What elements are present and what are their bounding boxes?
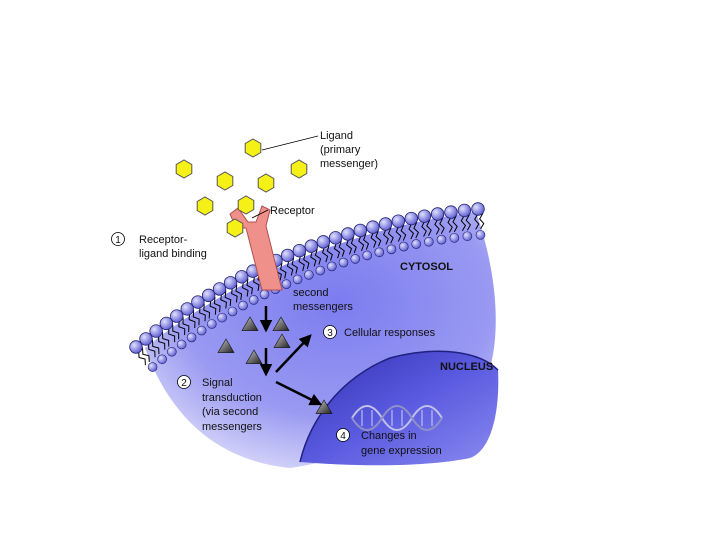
step-2-text-line-2: transduction (202, 392, 262, 404)
phospholipid-head (342, 228, 355, 241)
phospholipid-head (405, 212, 418, 225)
phospholipid-head-inner (197, 326, 206, 335)
phospholipid-head (281, 249, 294, 262)
phospholipid-head (431, 208, 444, 221)
phospholipid-head-inner (293, 275, 302, 284)
phospholipid-head (392, 215, 405, 228)
phospholipid-head (354, 224, 367, 237)
phospholipid-head-inner (316, 266, 325, 275)
phospholipid-head (293, 244, 306, 257)
phospholipid-head-inner (167, 347, 176, 356)
ligand-hexagon (258, 174, 274, 192)
phospholipid-head-inner (399, 242, 408, 251)
phospholipid-head (379, 218, 392, 231)
phospholipid-head-inner (351, 254, 360, 263)
phospholipid-head-inner (148, 363, 157, 372)
second-messengers-label-line-1: second (293, 287, 328, 299)
phospholipid-head-inner (239, 301, 248, 310)
phospholipid-head-inner (158, 355, 167, 364)
phospholipid-head-inner (249, 295, 258, 304)
phospholipid-head-inner (187, 333, 196, 342)
step-1-text-line-2: ligand binding (139, 248, 207, 260)
second-messengers-label-line-2: messengers (293, 301, 353, 313)
phospholipid-head (224, 276, 237, 289)
ligand-hexagon (245, 139, 261, 157)
step-2-text-line-3: (via second (202, 406, 258, 418)
phospholipid-head (367, 221, 380, 234)
ligand-hexagon (291, 160, 307, 178)
phospholipid-head-inner (218, 313, 227, 322)
phospholipid-head-inner (260, 290, 269, 299)
step-2-text-line-1: Signal (202, 377, 233, 389)
phospholipid-head-inner (177, 340, 186, 349)
phospholipid-head-inner (476, 230, 485, 239)
step-1-text-line-1: Receptor- (139, 234, 188, 246)
phospholipid-head (317, 236, 330, 249)
ligand-hexagon (217, 172, 233, 190)
phospholipid-head-inner (304, 270, 313, 279)
phospholipid-head (458, 204, 471, 217)
phospholipid-head-inner (450, 233, 459, 242)
phospholipid-head (329, 232, 342, 245)
receptor-label: Receptor (270, 205, 315, 217)
phospholipid-head (445, 206, 458, 219)
ligand-leader-line (262, 136, 318, 150)
phospholipid-head (202, 289, 215, 302)
phospholipid-head (305, 240, 318, 253)
step-3-text-line-1: Cellular responses (344, 327, 436, 339)
step-4-number: 4 (340, 431, 346, 442)
phospholipid-head-inner (375, 248, 384, 257)
step-2-number: 2 (181, 378, 187, 389)
step-2-text-line-4: messengers (202, 421, 262, 433)
phospholipid-head-inner (387, 245, 396, 254)
phospholipid-head (181, 303, 194, 316)
step-3-number: 3 (327, 328, 333, 339)
ligand-label-line-2: (primary (320, 144, 361, 156)
ligand-hexagon (238, 196, 254, 214)
phospholipid-head (235, 271, 248, 284)
cytosol-label: CYTOSOL (400, 261, 453, 273)
step-1-number: 1 (115, 235, 121, 246)
step-4-text-line-2: gene expression (361, 445, 442, 457)
phospholipid-head-inner (437, 235, 446, 244)
phospholipid-head (192, 296, 205, 309)
ligand-hexagon (176, 160, 192, 178)
phospholipid-head (213, 283, 226, 296)
phospholipid-head (418, 210, 431, 223)
ligand-group (176, 139, 307, 237)
ligand-hexagon (197, 197, 213, 215)
ligand-label-line-3: messenger) (320, 158, 378, 170)
phospholipid-head-inner (228, 307, 237, 316)
phospholipid-head-inner (207, 320, 216, 329)
ligand-label-line-1: Ligand (320, 130, 353, 142)
phospholipid-head-inner (412, 240, 421, 249)
phospholipid-head-inner (339, 258, 348, 267)
step-4-text-line-1: Changes in (361, 430, 417, 442)
phospholipid-head-inner (363, 251, 372, 260)
phospholipid-head-inner (463, 232, 472, 241)
phospholipid-head (472, 203, 485, 216)
phospholipid-head-inner (327, 262, 336, 271)
ligand-hexagon (227, 219, 243, 237)
phospholipid-head-inner (282, 280, 291, 289)
nucleus-label: NUCLEUS (440, 361, 493, 373)
step-1: 1 Receptor- ligand binding (112, 233, 207, 261)
phospholipid-head-inner (424, 237, 433, 246)
